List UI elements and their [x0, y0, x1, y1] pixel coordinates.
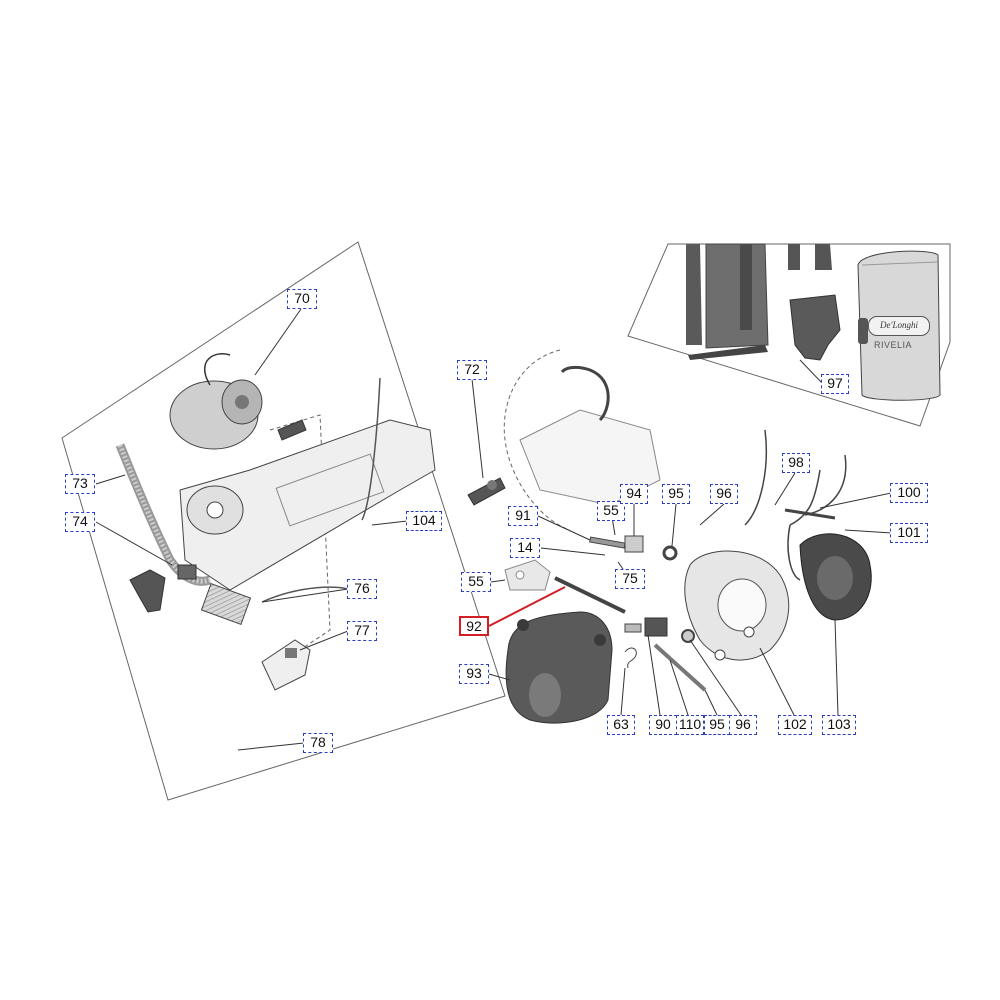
callout-55-upper[interactable]: 55 — [597, 501, 625, 521]
part-cable — [261, 586, 351, 603]
left-assembly-outline — [61, 241, 506, 801]
callout-70[interactable]: 70 — [287, 289, 317, 309]
part-thermoblock — [684, 550, 790, 661]
part-pin — [589, 536, 626, 549]
part-clip — [277, 419, 307, 441]
part-wire — [361, 377, 381, 521]
callout-95-lower[interactable]: 95 — [704, 715, 730, 735]
part-spring-clip — [624, 647, 637, 669]
leader-lines — [95, 308, 892, 751]
callout-97[interactable]: 97 — [821, 374, 849, 394]
part-boiler-unit — [519, 365, 661, 506]
part-motor — [169, 353, 263, 450]
boiler-dashed-outline — [503, 349, 571, 531]
part-valve — [624, 535, 644, 553]
part-lever — [467, 477, 506, 506]
part-probe — [784, 508, 836, 581]
callout-76[interactable]: 76 — [347, 579, 377, 599]
callout-90[interactable]: 90 — [649, 715, 677, 735]
part-o-ring — [662, 545, 678, 561]
part-tank-bracket — [788, 244, 841, 361]
callout-92-selected[interactable]: 92 — [459, 616, 489, 636]
brand-logo: De'Longhi — [868, 316, 930, 336]
callout-94[interactable]: 94 — [620, 484, 648, 504]
callout-72[interactable]: 72 — [457, 360, 487, 380]
callout-95-upper[interactable]: 95 — [662, 484, 690, 504]
callout-91[interactable]: 91 — [508, 506, 538, 526]
part-switch — [261, 639, 311, 691]
callout-100[interactable]: 100 — [890, 483, 928, 503]
callout-63[interactable]: 63 — [607, 715, 635, 735]
part-cover — [799, 533, 872, 621]
product-model-name: RIVELIA — [874, 340, 913, 350]
callout-14[interactable]: 14 — [510, 538, 540, 558]
callout-96-upper[interactable]: 96 — [710, 484, 738, 504]
callout-101[interactable]: 101 — [890, 523, 928, 543]
callout-78[interactable]: 78 — [303, 733, 333, 753]
selected-leader-line — [488, 586, 566, 627]
callout-77[interactable]: 77 — [347, 621, 377, 641]
callout-93[interactable]: 93 — [459, 664, 489, 684]
part-tank-frame — [686, 243, 769, 360]
part-grinder-housing — [179, 419, 436, 591]
callout-75[interactable]: 75 — [615, 569, 645, 589]
part-bracket-plate — [504, 559, 551, 591]
callout-98[interactable]: 98 — [782, 453, 810, 473]
callout-103[interactable]: 103 — [822, 715, 856, 735]
callout-73[interactable]: 73 — [65, 474, 95, 494]
callout-96-lower[interactable]: 96 — [729, 715, 757, 735]
part-shaft — [554, 576, 626, 614]
part-sensor-board — [200, 583, 252, 625]
part-gear-belt — [115, 443, 212, 586]
callout-110[interactable]: 110 — [676, 715, 704, 735]
callout-102[interactable]: 102 — [778, 715, 812, 735]
part-pump — [505, 611, 613, 724]
callout-55-lower[interactable]: 55 — [461, 572, 491, 592]
part-bracket — [129, 564, 197, 613]
part-solenoid — [624, 617, 668, 637]
callout-104[interactable]: 104 — [406, 511, 442, 531]
callout-74[interactable]: 74 — [65, 512, 95, 532]
part-seal — [681, 629, 695, 643]
part-tube — [653, 643, 707, 692]
